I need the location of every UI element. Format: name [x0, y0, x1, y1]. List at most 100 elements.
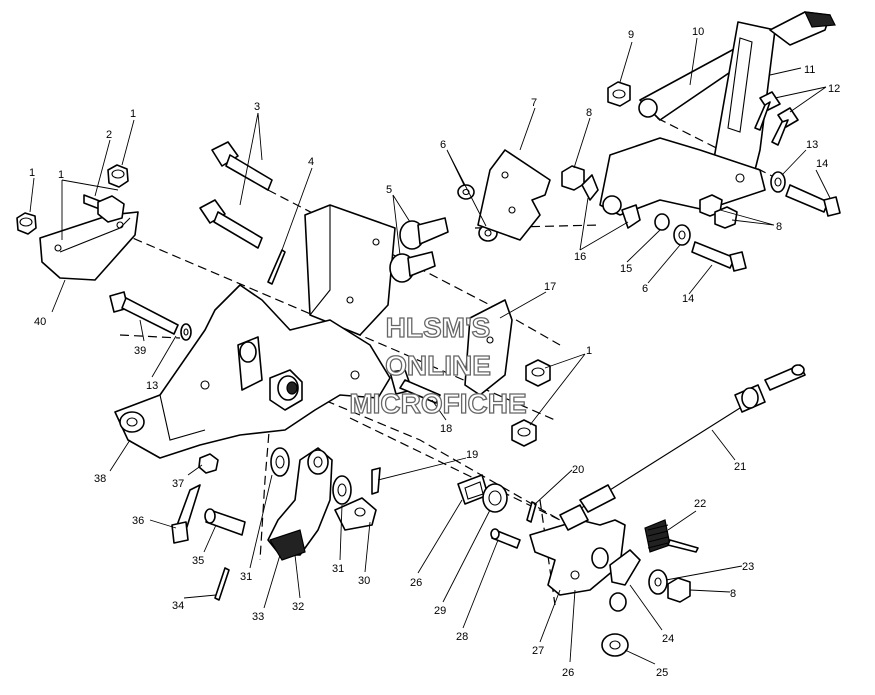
part-8-nut-right — [699, 194, 738, 229]
part-12-bolt-lower — [771, 107, 799, 146]
callout-8-lower: 8 — [730, 588, 736, 600]
part-18-bolt — [389, 369, 441, 404]
part-1-nut-top — [107, 164, 129, 188]
callout-24: 24 — [662, 633, 674, 645]
part-37-nut — [198, 453, 219, 474]
callout-6-right: 6 — [642, 283, 648, 295]
part-38-main-bracket — [114, 284, 391, 459]
callout-22: 22 — [694, 498, 706, 510]
part-8-nut-lower — [667, 577, 691, 603]
leader-lines — [29, 37, 831, 665]
callout-9: 9 — [628, 29, 634, 41]
callout-25: 25 — [656, 667, 668, 679]
callout-14-lower: 14 — [682, 293, 694, 305]
callout-33: 33 — [252, 611, 264, 623]
callout-labels: 1 1 2 1 40 3 4 39 13 38 37 36 35 34 33 3… — [29, 26, 840, 679]
callout-11: 11 — [804, 64, 815, 76]
part-30-clevis — [334, 467, 381, 531]
callout-7: 7 — [531, 97, 537, 109]
callout-1-right: 1 — [586, 345, 592, 357]
part-31-washer-left — [270, 447, 290, 477]
part-1-nut-right-lower — [511, 419, 537, 447]
callout-1-a: 1 — [29, 167, 35, 179]
callout-16: 16 — [574, 251, 586, 263]
part-23-washer — [648, 569, 668, 595]
part-24-clip — [609, 549, 641, 586]
callout-31-a: 31 — [240, 571, 252, 583]
callout-26-a: 26 — [410, 577, 422, 589]
callout-1-b: 1 — [130, 108, 136, 120]
part-5-bolt-lower — [389, 251, 436, 283]
part-link-plate — [599, 137, 766, 216]
callout-28: 28 — [456, 631, 468, 643]
callout-17: 17 — [544, 281, 556, 293]
callout-2: 2 — [106, 129, 112, 141]
callout-14-upper: 14 — [816, 158, 828, 170]
part-32-lever-arm — [267, 447, 333, 561]
watermark: HLSM'S ONLINE MICROFICHE — [349, 311, 528, 419]
part-2-bolt — [83, 194, 125, 223]
callout-5: 5 — [386, 184, 392, 196]
watermark-line-1: HLSM'S — [386, 312, 491, 343]
part-25-washer — [601, 633, 629, 657]
part-39-bolt — [109, 291, 179, 335]
callout-31-b: 31 — [332, 563, 344, 575]
callout-15: 15 — [620, 263, 632, 275]
callout-4: 4 — [308, 156, 314, 168]
part-3-bolt-upper — [211, 141, 273, 191]
callout-40: 40 — [34, 316, 46, 328]
callout-13-right: 13 — [806, 139, 818, 151]
callout-13-left: 13 — [146, 380, 158, 392]
callout-35: 35 — [192, 555, 204, 567]
watermark-line-2: ONLINE — [385, 350, 491, 381]
callout-6-top: 6 — [440, 139, 446, 151]
part-3-bolt-lower — [199, 199, 263, 249]
part-14-bolt-lower — [691, 241, 747, 272]
part-28-pin — [490, 528, 521, 549]
part-14-bolt-upper — [785, 184, 841, 217]
part-4-pin — [267, 249, 286, 285]
part-8-nut-left — [561, 165, 585, 191]
callout-1-c: 1 — [58, 169, 64, 181]
part-31-washer-right — [332, 475, 352, 505]
part-13-washer-right — [770, 171, 786, 193]
callout-18: 18 — [440, 423, 452, 435]
part-1-nut-left — [16, 212, 37, 235]
callout-26-b: 26 — [562, 667, 574, 679]
part-29-washer — [482, 483, 508, 513]
callout-21: 21 — [734, 461, 746, 473]
callout-32: 32 — [292, 601, 304, 613]
callout-3: 3 — [254, 101, 260, 113]
callout-27: 27 — [532, 645, 544, 657]
part-13-washer-left — [180, 323, 192, 341]
part-21-cable — [559, 364, 806, 531]
callout-34: 34 — [172, 600, 184, 612]
part-spacer — [609, 592, 627, 612]
part-9-nut — [607, 81, 631, 107]
part-16-clip-upper — [581, 174, 599, 201]
part-7-plate — [477, 149, 551, 241]
part-22-spring — [644, 519, 699, 553]
callout-36: 36 — [132, 515, 144, 527]
watermark-line-3: MICROFICHE — [349, 388, 526, 419]
part-6-washer-right — [673, 224, 691, 246]
part-15-spacer — [654, 213, 670, 231]
callout-8-left: 8 — [586, 107, 592, 119]
callout-8-right: 8 — [776, 221, 782, 233]
callout-38: 38 — [94, 473, 106, 485]
part-20-cotter-pin — [526, 501, 537, 523]
callout-30: 30 — [358, 575, 370, 587]
part-17-plate — [464, 299, 513, 396]
callout-39: 39 — [134, 345, 146, 357]
callout-29: 29 — [434, 605, 446, 617]
callout-12: 12 — [828, 83, 840, 95]
part-bushing — [269, 369, 303, 411]
part-16-clip-lower — [621, 204, 641, 229]
part-1-nut-right-upper — [525, 359, 551, 387]
callout-23: 23 — [742, 561, 754, 573]
part-27-plate — [529, 519, 626, 596]
part-35-pin — [204, 508, 246, 536]
part-12-bolt-upper — [754, 91, 781, 131]
part-5-bolt-upper — [399, 217, 449, 250]
